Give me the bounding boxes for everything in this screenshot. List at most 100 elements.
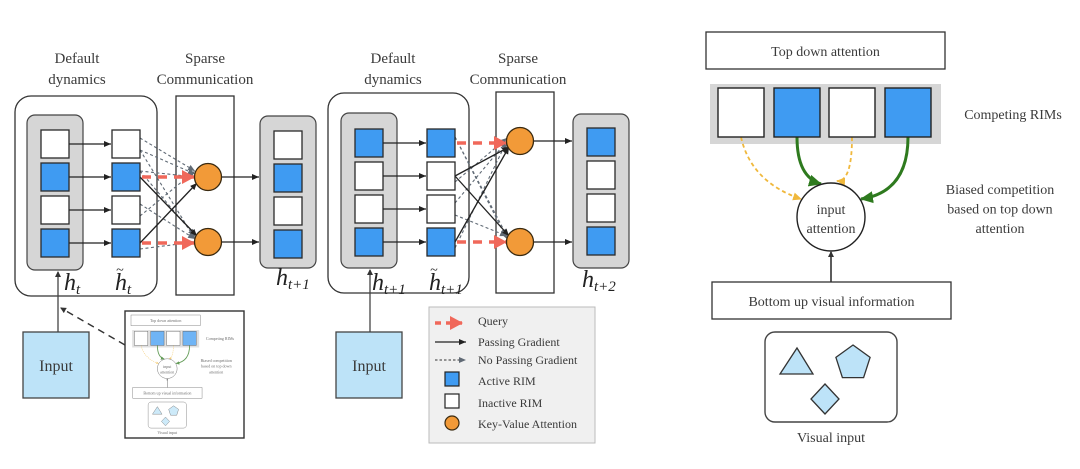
active-rim: [354, 227, 384, 257]
top-down-attention-label: Top down attention: [150, 318, 181, 323]
active-rim: [426, 227, 456, 257]
legend-label: Query: [478, 314, 508, 328]
legend-label: Active RIM: [478, 374, 536, 388]
tilde-state-label-subscript: t+1: [441, 282, 463, 298]
key-value-attention-node: [505, 126, 535, 156]
sparse-communication-title: Communication: [470, 72, 567, 88]
active-rim: [273, 163, 303, 193]
input-box: [22, 331, 90, 399]
inactive-rim: [354, 161, 384, 191]
inset-link-arrow: [60, 307, 126, 346]
active-rim: [354, 128, 384, 158]
inactive-rim: [586, 193, 616, 223]
input-attention-label: attention: [807, 222, 856, 237]
passing-gradient-arrow: [139, 176, 198, 237]
active-rim-icon: [444, 371, 460, 387]
visual-input-label: Visual input: [797, 431, 865, 446]
default-dynamics-box: [327, 92, 470, 294]
tilde-state-label-subscript: t: [127, 282, 132, 298]
strong-bias-arrow: [795, 136, 822, 187]
active-rim: [40, 162, 70, 192]
active-rim: [182, 331, 197, 346]
default-dynamics-box: [14, 95, 158, 297]
next-state-label-base: h: [276, 265, 288, 291]
no-gradient-arrow: [454, 140, 508, 204]
active-rim: [586, 127, 616, 157]
bottom-up-box: [132, 387, 203, 399]
passing-gradient-arrow: [454, 146, 510, 243]
top-down-attention-box: [130, 314, 201, 326]
legend-label: No Passing Gradient: [478, 353, 578, 367]
pentagon-shape: [168, 405, 179, 416]
input-box: [335, 331, 403, 399]
inactive-rim: [111, 129, 141, 159]
key-value-attention-node: [193, 227, 223, 257]
inactive-rim: [426, 161, 456, 191]
key-value-attention-node: [505, 227, 535, 257]
legend-item: Query: [435, 314, 508, 330]
legend-item: Key-Value Attention: [444, 415, 577, 431]
passing-gradient-arrow: [454, 175, 510, 237]
no-gradient-arrow: [139, 149, 196, 175]
pentagon-shape: [835, 344, 871, 379]
biased-competition-label: based on top down: [947, 203, 1052, 218]
tilde-state-label-base: h: [429, 270, 441, 296]
strong-bias-arrow: [860, 136, 910, 204]
inactive-rim: [828, 87, 876, 138]
diamond-shape: [161, 416, 170, 427]
active-rim: [773, 87, 821, 138]
legend-label: Inactive RIM: [478, 396, 543, 410]
legend-label: Key-Value Attention: [478, 417, 577, 431]
tilde-state-label-tilde: ~: [430, 263, 438, 278]
input-label: Input: [352, 358, 386, 375]
next-state-label-subscript: t+2: [594, 279, 616, 295]
passing-gradient-arrow: [139, 182, 198, 244]
no-gradient-arrow: [454, 140, 508, 249]
no-gradient-arrow: [454, 136, 508, 240]
next-state-label-subscript: t+1: [288, 277, 310, 293]
passing-gradient-arrow: [454, 146, 510, 177]
default-dynamics-title: dynamics: [364, 72, 422, 88]
top-down-attention-label: Top down attention: [771, 45, 880, 60]
legend-label: Passing Gradient: [478, 335, 560, 349]
bottom-up-box: [711, 281, 952, 320]
state-label-base: h: [372, 270, 384, 296]
inactive-rim: [40, 129, 70, 159]
input-attention-label: input: [817, 203, 846, 218]
legend-item: No Passing Gradient: [435, 353, 578, 367]
no-gradient-arrow: [139, 149, 196, 240]
strong-bias-arrow: [175, 345, 191, 365]
input-attention-label: input: [163, 364, 172, 369]
inactive-rim: [586, 160, 616, 190]
tilde-state-label-tilde: ~: [116, 263, 124, 278]
bottom-up-label: Bottom up visual information: [748, 295, 914, 310]
attention-node-icon: [444, 415, 460, 431]
diamond-shape: [810, 383, 840, 415]
inactive-rim: [273, 196, 303, 226]
inactive-rim: [166, 331, 181, 346]
state-label-base: h: [64, 270, 76, 296]
sparse-communication-box: [175, 95, 235, 296]
active-rim: [586, 226, 616, 256]
competing-rims-label: Competing RIMs: [964, 108, 1062, 123]
sparse-communication-title: Sparse: [185, 51, 225, 67]
inactive-rim: [717, 87, 765, 138]
active-rim: [273, 229, 303, 259]
key-value-attention-node: [193, 162, 223, 192]
competing-rims-strip: [132, 330, 200, 348]
inactive-rim: [354, 194, 384, 224]
legend-item: Passing Gradient: [435, 335, 560, 349]
inactive-rim: [273, 130, 303, 160]
inactive-rim: [134, 331, 149, 346]
no-gradient-arrow: [454, 214, 508, 237]
